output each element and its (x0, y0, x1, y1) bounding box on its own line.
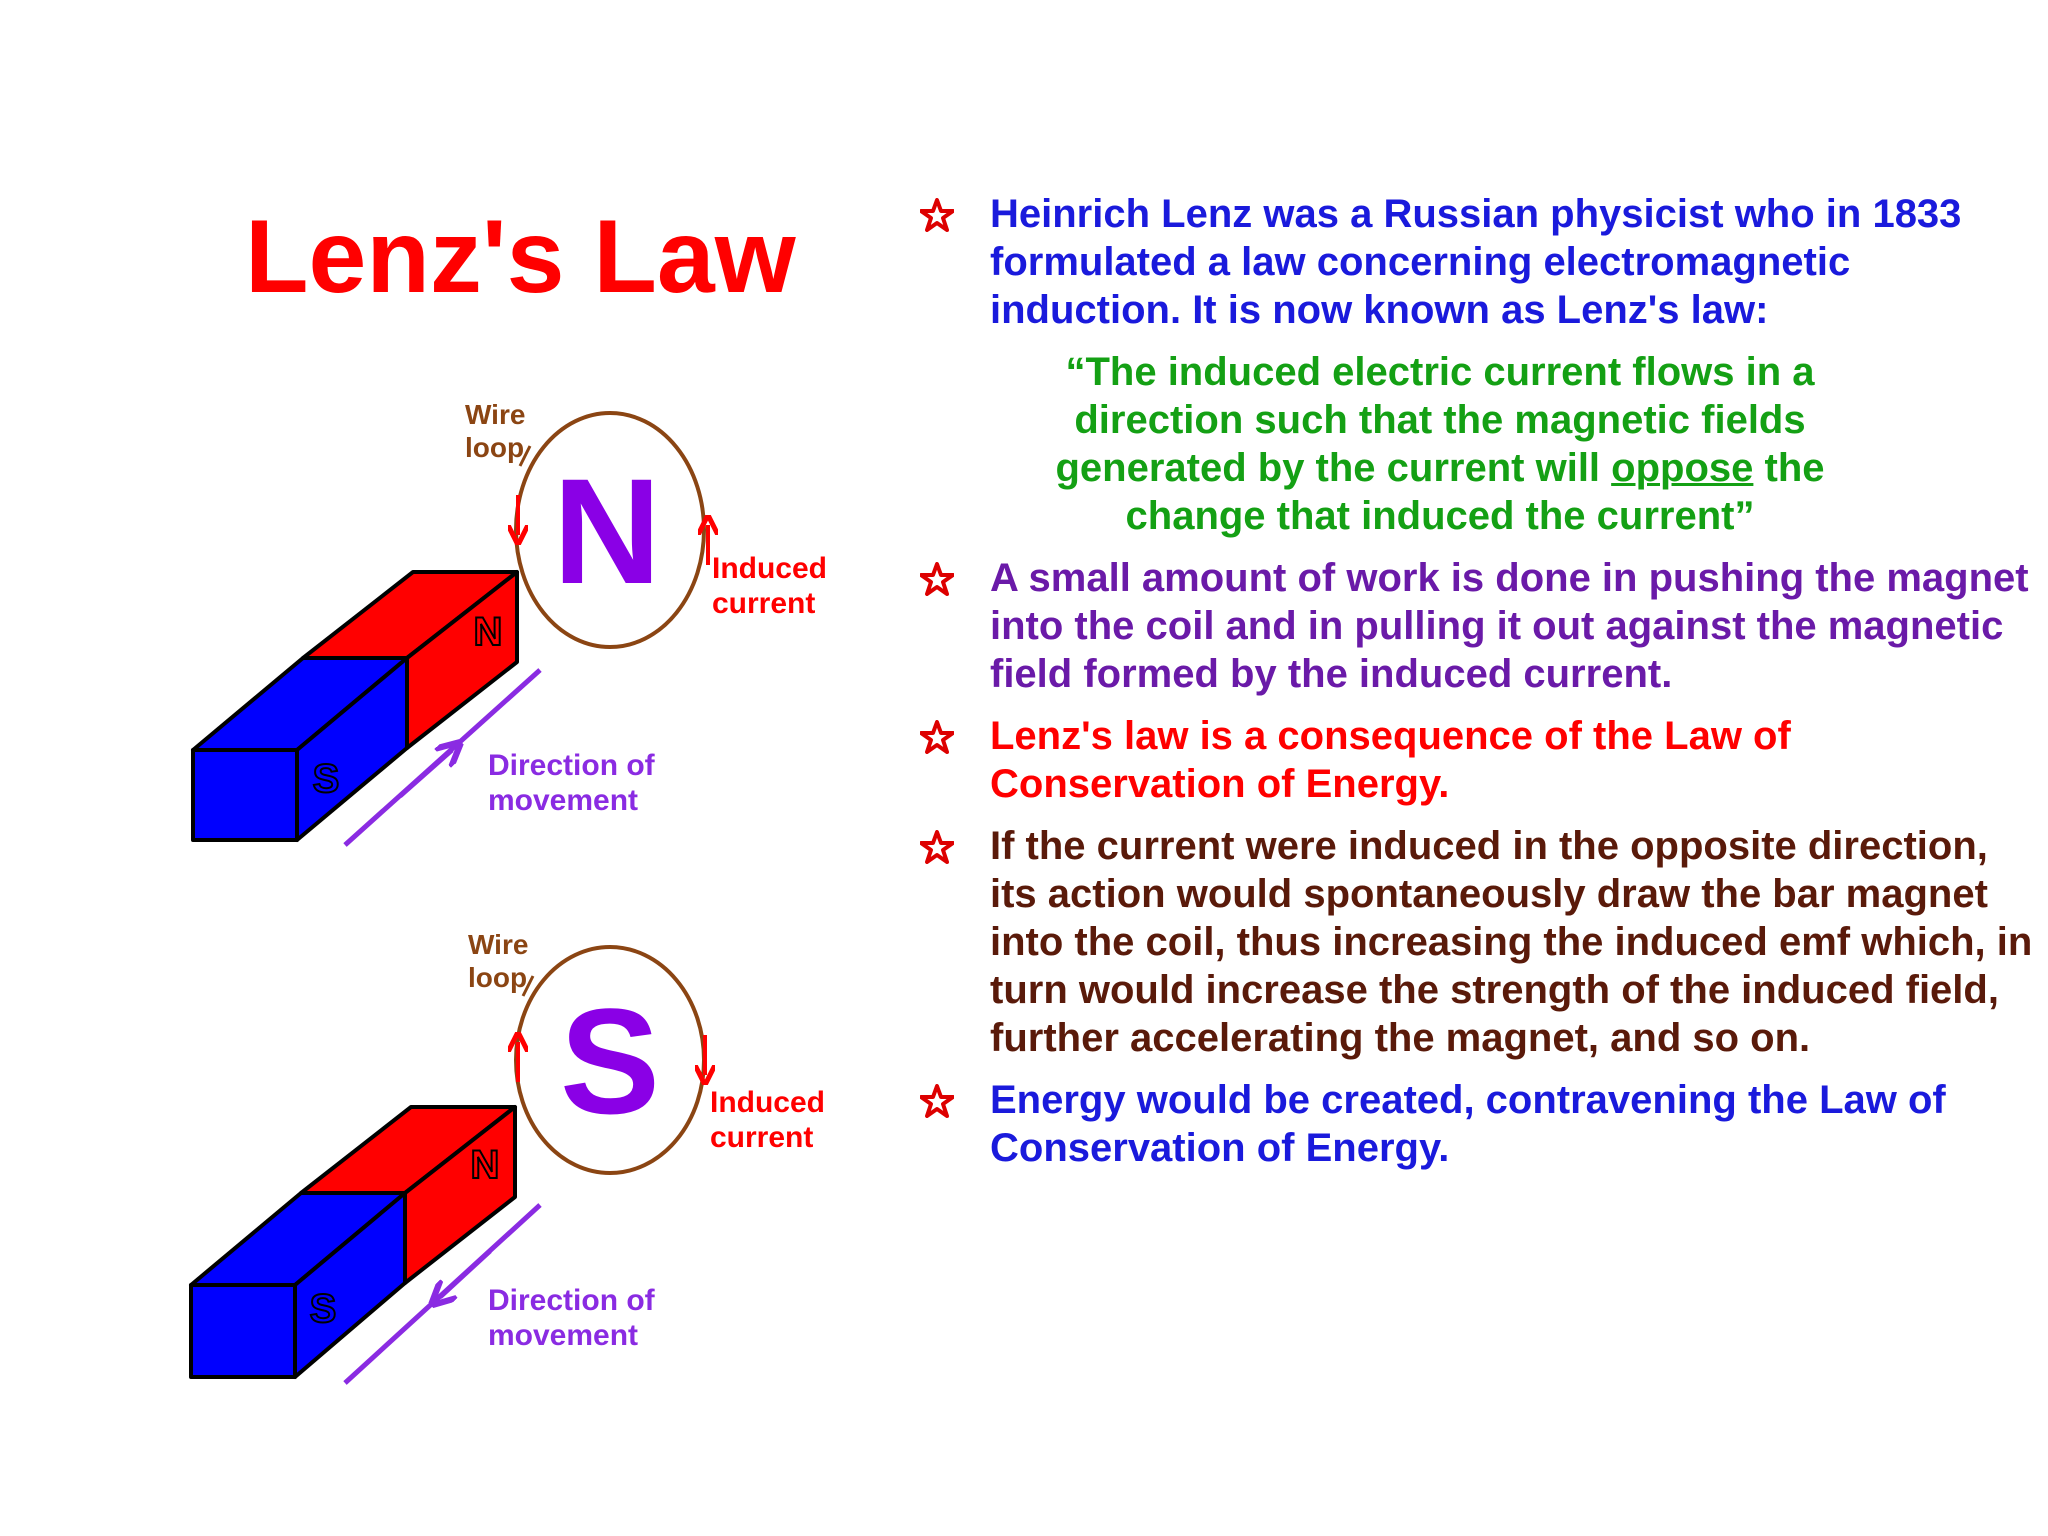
induced-current-label-line1: Induced (712, 552, 827, 585)
star-bullet-icon (920, 198, 954, 232)
top-diagram: Wire loop N Induced current N S Directio… (191, 399, 827, 847)
movement-label-line1: Direction of (488, 1284, 656, 1317)
star-bullet-icon (920, 1084, 954, 1118)
lenz-diagram: Wire loop N Induced current N S Directio… (189, 399, 827, 1385)
pole-letter: N (553, 447, 661, 615)
lenz-law-quote: “The induced electric current flows in a… (990, 348, 1890, 540)
star-bullet-icon (920, 720, 954, 754)
induced-current-label-line2: current (712, 587, 815, 620)
movement-label-line2: movement (488, 1319, 638, 1352)
magnet-n-label: N (474, 610, 503, 654)
quote-emphasis: oppose (1611, 446, 1754, 490)
pole-letter: S (560, 977, 660, 1145)
bullet-item: Lenz's law is a consequence of the Law o… (920, 712, 2040, 808)
bullet-item: A small amount of work is done in pushin… (920, 554, 2040, 698)
bullet-item: If the current were induced in the oppos… (920, 822, 2040, 1062)
induced-current-label-line1: Induced (710, 1086, 825, 1119)
wire-loop-label-line1: Wire (468, 929, 528, 960)
label-leader-line (518, 445, 532, 467)
bullet-text: A small amount of work is done in pushin… (990, 556, 2029, 696)
bullet-text: Energy would be created, contravening th… (990, 1078, 1946, 1170)
magnet-front-face (189, 1283, 297, 1379)
bullet-item: Heinrich Lenz was a Russian physicist wh… (920, 190, 2040, 334)
wire-loop-label-line2: loop (468, 962, 527, 993)
magnet-s-label: S (310, 1287, 337, 1331)
wire-loop-label-line2: loop (465, 432, 524, 463)
movement-label-line1: Direction of (488, 749, 656, 782)
label-leader-line (521, 975, 535, 997)
star-bullet-icon (920, 562, 954, 596)
quote-text-after: the change that induced the current” (1125, 446, 1825, 538)
quote-text-before: “The induced electric current flows in a… (1055, 350, 1815, 490)
bullet-text: If the current were induced in the oppos… (990, 824, 2033, 1060)
wire-loop-label-line1: Wire (465, 399, 525, 430)
slide-title: Lenz's Law (245, 199, 796, 315)
magnet-n-label: N (471, 1143, 500, 1187)
magnet-s-label: S (313, 757, 340, 801)
movement-arrowhead (440, 1249, 492, 1297)
magnet-front-face (191, 748, 299, 842)
movement-label-line2: movement (488, 784, 638, 817)
bullet-text: Lenz's law is a consequence of the Law o… (990, 714, 1791, 806)
bottom-diagram: Wire loop S Induced current N S Directio… (189, 929, 825, 1385)
magnet-side-red (405, 570, 519, 750)
induced-current-label-line2: current (710, 1121, 813, 1154)
bullet-list: Heinrich Lenz was a Russian physicist wh… (920, 190, 2040, 1186)
star-bullet-icon (920, 830, 954, 864)
magnet-side-red (403, 1105, 517, 1285)
bullet-text: Heinrich Lenz was a Russian physicist wh… (990, 192, 1962, 332)
bullet-item: Energy would be created, contravening th… (920, 1076, 2040, 1172)
movement-arrowhead (398, 750, 452, 798)
bar-magnet (189, 1105, 517, 1379)
bar-magnet (191, 570, 519, 842)
